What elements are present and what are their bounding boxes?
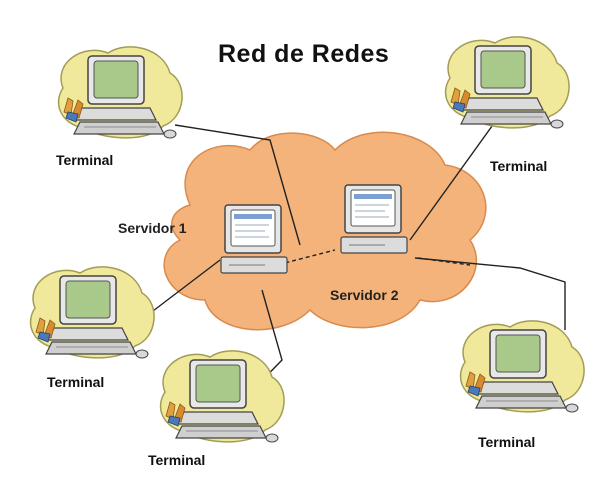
terminal-bottom-left-computer [159, 350, 285, 443]
server-1-computer [220, 204, 288, 274]
terminal-label-top-right: Terminal [490, 158, 548, 174]
link-servers [264, 249, 336, 269]
link-terminal-top-left [174, 124, 301, 246]
server-2-computer [340, 184, 408, 254]
link-terminal-right [414, 257, 566, 330]
terminal-top-left-computer [57, 46, 183, 139]
link-server2-cloud [417, 257, 471, 266]
terminal-bottom-right-computer [459, 320, 585, 413]
link-terminal-top-right [409, 114, 501, 241]
terminal-mid-left-computer [29, 266, 155, 359]
terminal-label-bottom-right: Terminal [478, 434, 536, 450]
network-cloud [163, 131, 487, 331]
server-1-label: Servidor 1 [118, 220, 187, 236]
terminal-label-mid-left: Terminal [47, 374, 105, 390]
terminal-label-top-left: Terminal [56, 152, 114, 168]
diagram-title: Red de Redes [218, 40, 390, 68]
terminal-top-right-computer [444, 36, 570, 129]
terminal-label-bottom-left: Terminal [148, 452, 206, 468]
server-2-label: Servidor 2 [330, 287, 399, 303]
